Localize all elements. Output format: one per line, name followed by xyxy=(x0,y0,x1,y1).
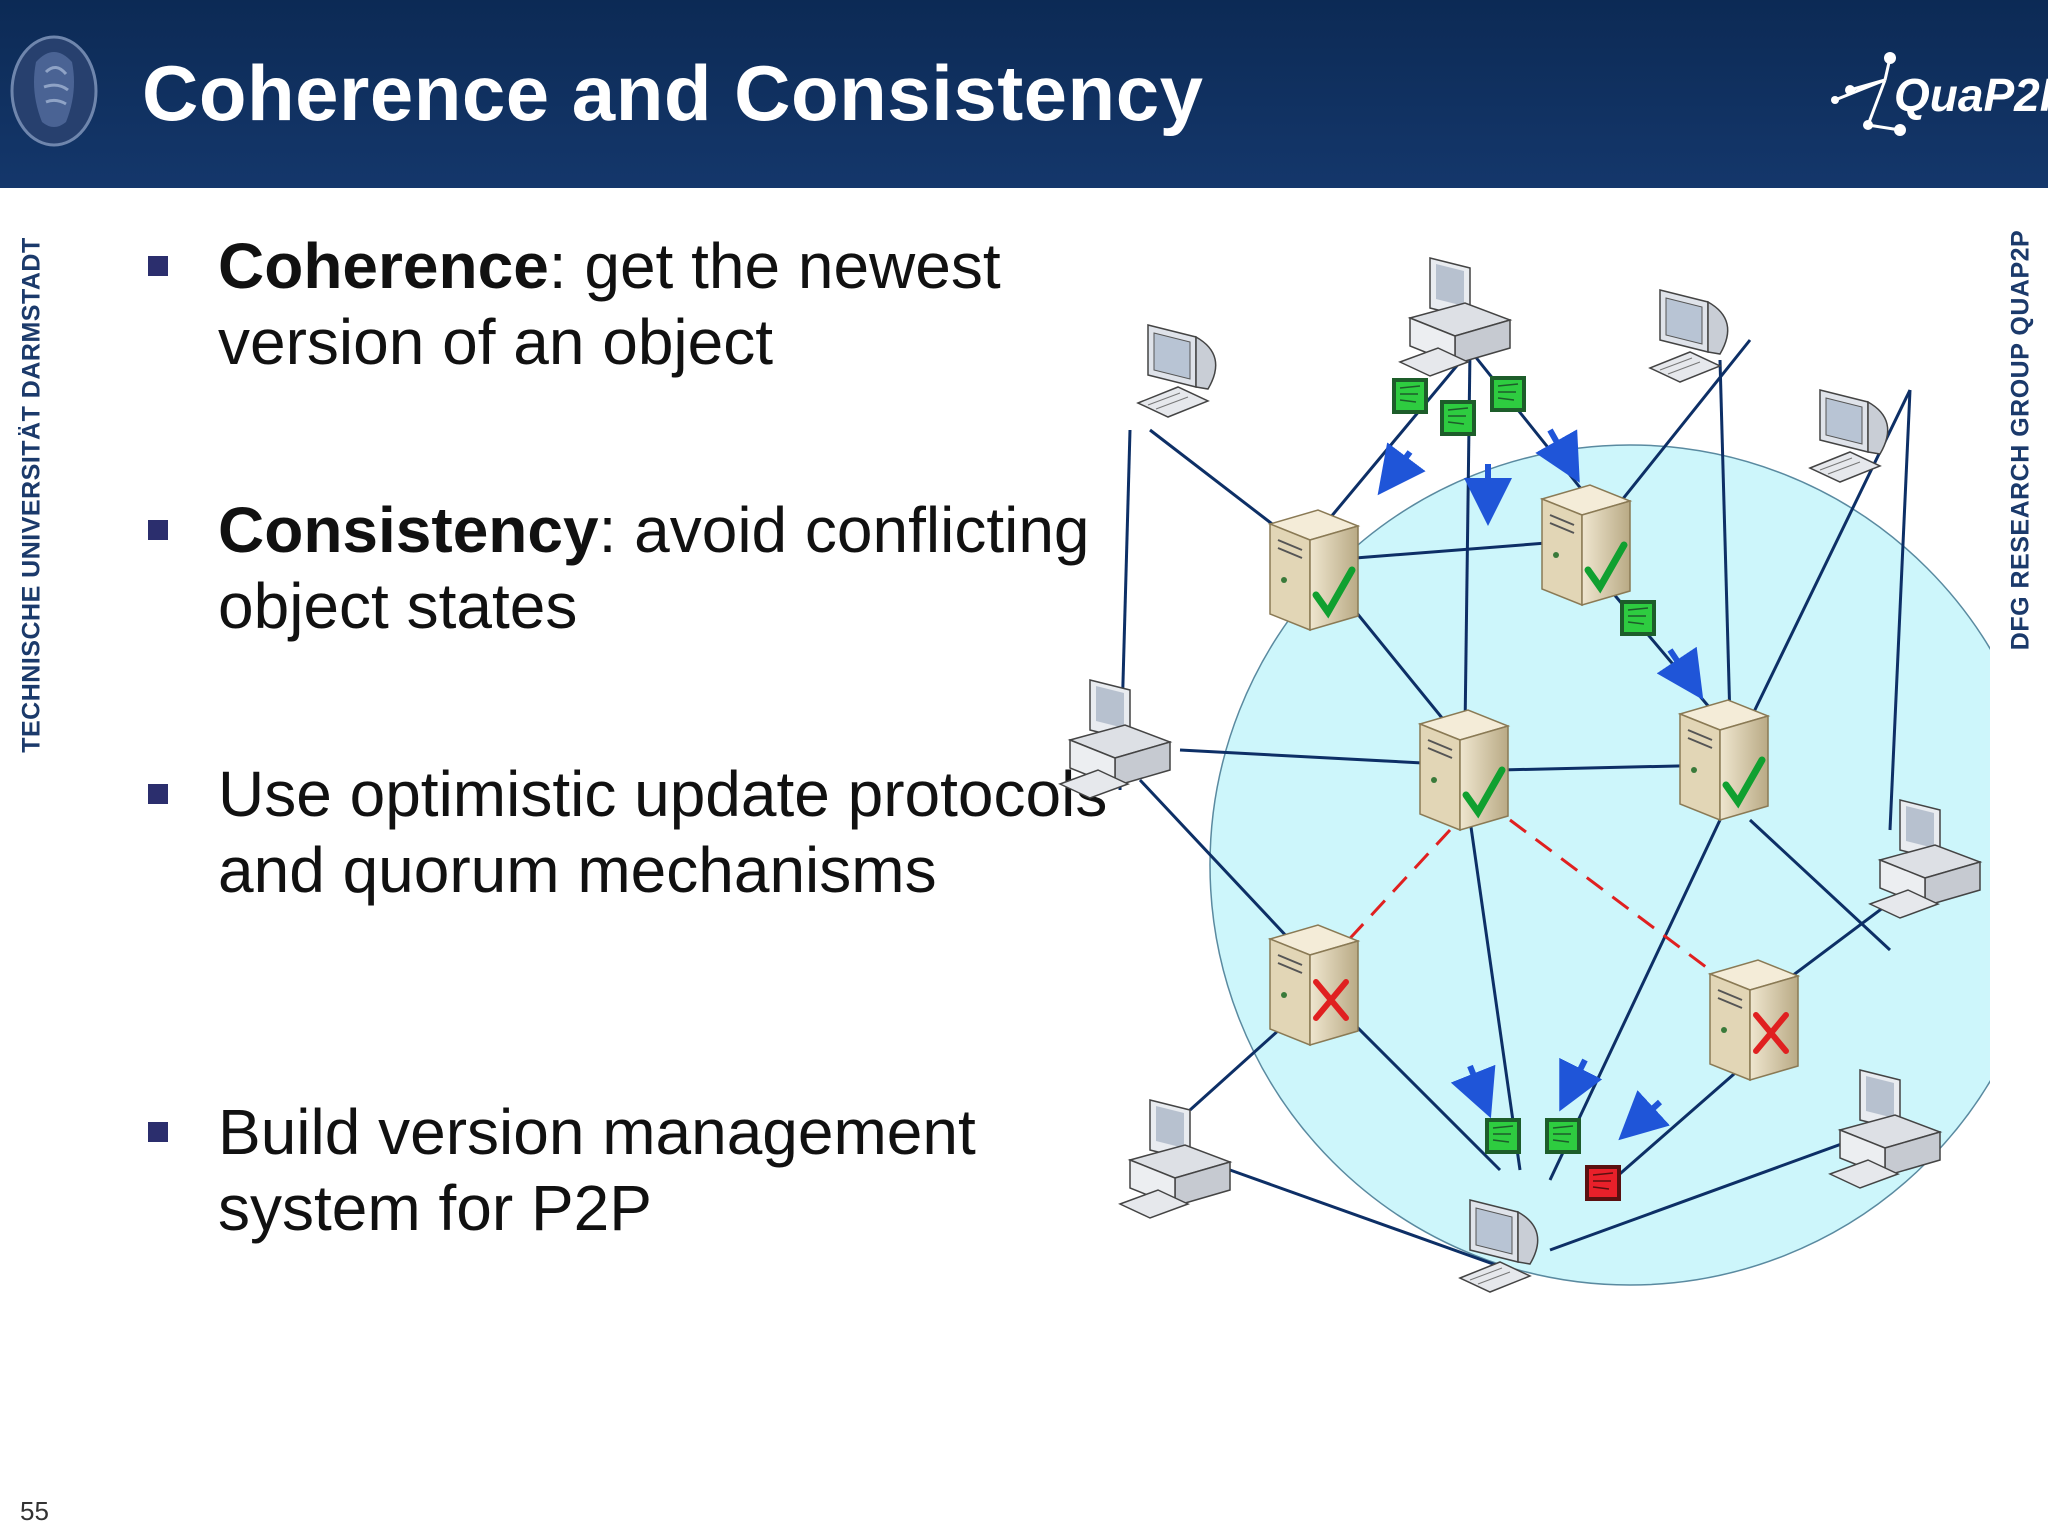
update-note-icon xyxy=(1484,1117,1522,1155)
bullet-marker xyxy=(148,256,168,276)
client-computer xyxy=(1059,679,1171,799)
stale-update-note-icon xyxy=(1584,1164,1622,1202)
slide-title: Coherence and Consistency xyxy=(142,49,1204,137)
client-computer xyxy=(1137,324,1217,418)
bullet-text: Consistency: avoid conflicting object st… xyxy=(218,492,1118,644)
bullet-description: : get the newest version of an object xyxy=(218,230,1001,378)
success-check-icons xyxy=(1312,541,1766,819)
replica-server xyxy=(1541,484,1631,606)
bullet-marker xyxy=(148,784,168,804)
replica-server xyxy=(1269,509,1359,631)
update-note-icon xyxy=(1619,599,1657,637)
update-note-icon xyxy=(1391,377,1429,415)
research-group-vertical: DFG RESEARCH GROUP QUAP2P xyxy=(2006,229,2035,651)
bullet-term: Consistency xyxy=(218,494,599,566)
slide-header xyxy=(0,0,2048,188)
bullet-marker xyxy=(148,520,168,540)
replica-server xyxy=(1419,709,1509,831)
brand-logo-text: QuaP2P xyxy=(1894,69,2048,121)
page-number: 55 xyxy=(20,1496,49,1526)
bullet-description: : avoid conflicting object states xyxy=(218,494,1090,642)
bullet-text: Build version management system for P2P xyxy=(218,1096,976,1244)
client-computer xyxy=(1809,389,1889,483)
update-note-icon xyxy=(1544,1117,1582,1155)
replica-server xyxy=(1679,699,1769,821)
university-name-vertical: TECHNISCHE UNIVERSITÄT DARMSTADT xyxy=(17,237,46,753)
update-note-icon xyxy=(1439,399,1477,437)
p2p-network-diagram xyxy=(1059,257,1990,1293)
bullet-marker xyxy=(148,1122,168,1142)
bullet-text: Coherence: get the newest version of an … xyxy=(218,228,1118,380)
client-computer xyxy=(1649,289,1729,383)
update-arrows xyxy=(1377,428,1704,1141)
bullet-term: Coherence xyxy=(218,230,549,302)
failure-cross-icons xyxy=(1313,979,1789,1054)
client-computer xyxy=(1119,1099,1231,1219)
client-computer xyxy=(1399,257,1511,377)
update-note-icon xyxy=(1489,375,1527,413)
quap2p-network-logo-icon xyxy=(1831,52,1906,136)
bullet-text: Use optimistic update protocols and quor… xyxy=(218,758,1108,906)
university-seal-icon xyxy=(10,35,98,147)
